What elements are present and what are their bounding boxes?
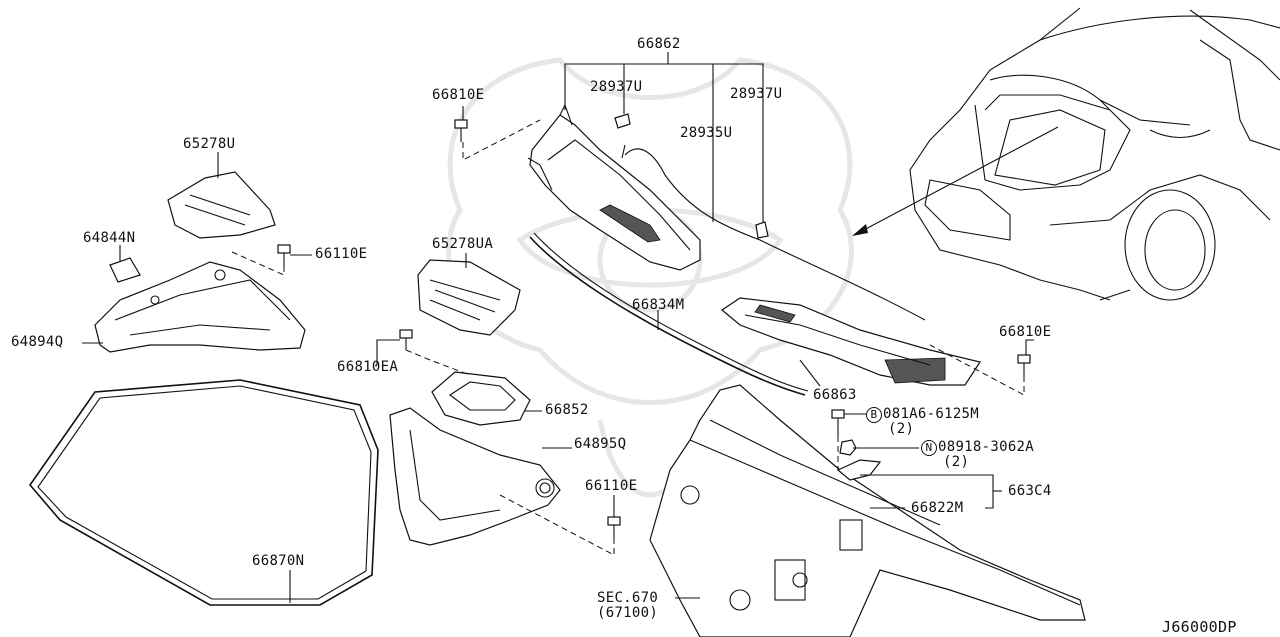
- label-66110E-top: 66110E: [315, 246, 368, 262]
- label-65278UA: 65278UA: [432, 236, 494, 252]
- bolt-symbol-b: B: [866, 407, 882, 423]
- label-sec-670: SEC.670: [597, 590, 659, 606]
- hose-end: [621, 144, 626, 159]
- label-64844N: 64844N: [83, 230, 136, 246]
- label-66863: 66863: [813, 387, 857, 403]
- label-08918-qty: (2): [943, 454, 970, 470]
- label-08918-text: 08918-3062A: [938, 439, 1035, 455]
- bolt-081A6: [831, 409, 845, 436]
- seal-strip-66834M: [529, 236, 806, 396]
- label-28935U: 28935U: [680, 125, 733, 141]
- clip-66810EA: [399, 329, 413, 350]
- label-66810EA: 66810EA: [337, 359, 399, 375]
- label-66862: 66862: [637, 36, 681, 52]
- label-66810E-top: 66810E: [432, 87, 485, 103]
- leader-lines: [82, 52, 1034, 603]
- nozzle-28937U-a: [614, 113, 631, 129]
- arrow-head: [852, 224, 868, 236]
- label-081A6-qty: (2): [888, 421, 915, 437]
- cowl-top-66863: [720, 297, 981, 386]
- clip-66810E-a: [454, 119, 468, 142]
- direction-arrow: [859, 126, 1059, 233]
- label-66110E-bottom: 66110E: [585, 478, 638, 494]
- clip-66110E-a: [277, 244, 291, 266]
- duct-66852: [431, 371, 531, 426]
- pad-64844N: [109, 257, 141, 283]
- clip-66810E-b: [1017, 354, 1031, 376]
- label-66834M: 66834M: [632, 297, 685, 313]
- label-64894Q: 64894Q: [11, 334, 64, 350]
- label-28937U-b: 28937U: [730, 86, 783, 102]
- diagram-code: J66000DP: [1162, 618, 1237, 636]
- label-65278U: 65278U: [183, 136, 236, 152]
- label-28937U-a: 28937U: [590, 79, 643, 95]
- dash-panel: [649, 384, 1086, 637]
- bracket-64895Q: [389, 407, 561, 546]
- label-663C4: 663C4: [1008, 483, 1052, 499]
- label-081A6-text: 081A6-6125M: [883, 406, 980, 422]
- nut-symbol-n: N: [921, 440, 937, 456]
- seal-strip-edge: [533, 232, 809, 392]
- bracket-64894Q: [94, 261, 306, 353]
- label-66870N: 66870N: [252, 553, 305, 569]
- washer-hose-28935U: [624, 148, 926, 321]
- label-66810E-right: 66810E: [999, 324, 1052, 340]
- label-sec-670-ref: (67100): [597, 605, 659, 621]
- nut-08918: [839, 439, 857, 456]
- cover-65278UA: [417, 259, 521, 336]
- weatherstrip-66870N: [28, 379, 379, 606]
- cover-65278U: [167, 171, 276, 239]
- car-outline: [909, 7, 1280, 301]
- cowl-top-66862: [527, 103, 701, 271]
- clip-66110E-b: [607, 516, 621, 538]
- nozzle-28937U-b: [755, 221, 769, 239]
- label-66852: 66852: [545, 402, 589, 418]
- dashed-guides: [231, 119, 1025, 556]
- label-66822M: 66822M: [911, 500, 964, 516]
- label-64895Q: 64895Q: [574, 436, 627, 452]
